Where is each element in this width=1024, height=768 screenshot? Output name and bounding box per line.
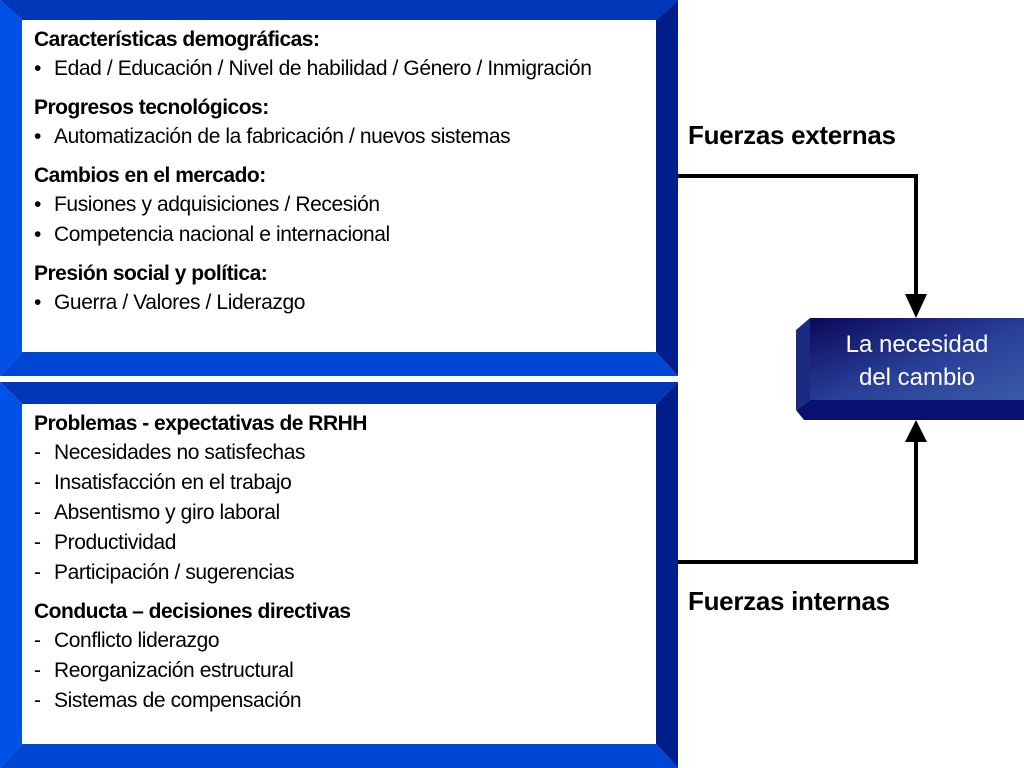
external-section-heading: Presión social y política: — [34, 262, 268, 285]
internal-connector-line — [678, 440, 918, 564]
bullet-marker: • — [34, 291, 41, 314]
internal-forces-label: Fuerzas internas — [688, 586, 890, 616]
internal-forces-box: Problemas - expectativas de RRHH-Necesid… — [22, 404, 656, 744]
external-connector-line — [678, 174, 918, 296]
list-item: • Guerra / Valores / Liderazgo — [34, 288, 656, 318]
list-item: -Conflicto liderazgo — [34, 626, 656, 656]
list-item-text: Fusiones y adquisiciones / Recesión — [54, 193, 380, 216]
external-section: Características demográficas: • Edad / Edu… — [34, 26, 656, 84]
bullet-marker: • — [34, 125, 41, 148]
external-frame-bevel — [0, 0, 678, 376]
bullet-marker: - — [34, 441, 41, 464]
list-item-text: Conflicto liderazgo — [54, 629, 220, 652]
external-forces-box: Características demográficas: • Edad / Edu… — [22, 20, 656, 352]
need-line-1: La necesidad — [845, 331, 989, 358]
external-section-heading: Cambios en el mercado: — [34, 164, 266, 187]
list-item: -Participación / sugerencias — [34, 558, 656, 588]
list-item: -Absentismo y giro laboral — [34, 498, 656, 528]
bullet-marker: - — [34, 689, 41, 712]
external-section: Cambios en el mercado: • Fusiones y adquis… — [34, 162, 656, 250]
bullet-marker: - — [34, 531, 41, 554]
bullet-marker: • — [34, 223, 41, 246]
bullet-marker: - — [34, 471, 41, 494]
internal-section-heading: Conducta – decisiones directivas — [34, 600, 351, 623]
list-item-text: Sistemas de compensación — [54, 689, 302, 712]
list-item: -Reorganización estructural — [34, 656, 656, 686]
arrow-down-icon — [905, 294, 927, 318]
external-section-heading: Características demográficas: — [34, 28, 320, 51]
bullet-marker: • — [34, 193, 41, 216]
bullet-marker: - — [34, 561, 41, 584]
external-forces-frame: Características demográficas: • Edad / Edu… — [0, 0, 678, 376]
internal-frame-bevel — [0, 382, 678, 768]
list-item-text: Edad / Educación / Nivel de habilidad / … — [54, 57, 592, 80]
list-item: • Automatización de la fabricación / nuev… — [34, 122, 656, 152]
external-section: Progresos tecnológicos: • Automatización d… — [34, 94, 656, 152]
need-for-change-text: La necesidad del cambio — [810, 328, 1024, 400]
internal-section-heading: Problemas - expectativas de RRHH — [34, 412, 367, 435]
list-item-text: Automatización de la fabricación / nuevo… — [54, 125, 511, 148]
list-item: -Necesidades no satisfechas — [34, 438, 656, 468]
internal-section: Conducta – decisiones directivas-Conflic… — [34, 598, 656, 716]
bullet-marker: - — [34, 629, 41, 652]
list-item: -Sistemas de compensación — [34, 686, 656, 716]
internal-section: Problemas - expectativas de RRHH-Necesid… — [34, 410, 656, 588]
list-item-text: Reorganización estructural — [54, 659, 294, 682]
bullet-marker: • — [34, 57, 41, 80]
list-item: -Insatisfacción en el trabajo — [34, 468, 656, 498]
need-line-2: del cambio — [858, 364, 976, 391]
bullet-marker: - — [34, 501, 41, 524]
list-item-text: Guerra / Valores / Liderazgo — [54, 291, 306, 314]
external-section: Presión social y política: • Guerra / Valo… — [34, 260, 656, 318]
list-item-text: Participación / sugerencias — [54, 561, 295, 584]
list-item-text: Absentismo y giro laboral — [54, 501, 280, 524]
arrow-up-icon — [905, 420, 927, 442]
list-item-text: Competencia nacional e internacional — [54, 223, 390, 246]
list-item-text: Necesidades no satisfechas — [54, 441, 306, 464]
list-item: • Fusiones y adquisiciones / Recesión — [34, 190, 656, 220]
external-section-heading: Progresos tecnológicos: — [34, 96, 269, 119]
list-item-text: Productividad — [54, 531, 177, 554]
list-item: • Edad / Educación / Nivel de habilidad /… — [34, 54, 656, 84]
list-item: • Competencia nacional e internacional — [34, 220, 656, 250]
bullet-marker: - — [34, 659, 41, 682]
need-for-change-box — [796, 318, 1024, 420]
internal-forces-frame: Problemas - expectativas de RRHH-Necesid… — [0, 382, 678, 768]
list-item-text: Insatisfacción en el trabajo — [54, 471, 292, 494]
list-item: -Productividad — [34, 528, 656, 558]
external-forces-label: Fuerzas externas — [688, 120, 896, 150]
